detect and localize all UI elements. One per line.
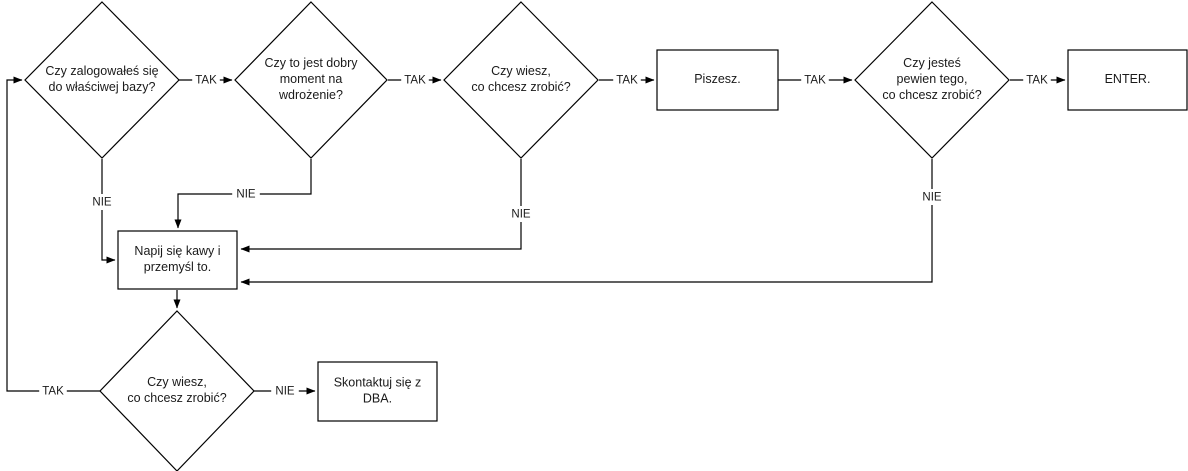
edge-label-backdrop (232, 186, 260, 202)
edge-label-e11: NIE (275, 386, 295, 398)
node-p1-process[interactable]: Piszesz. (656, 49, 779, 111)
decision-shape (854, 1, 1010, 159)
edge-label-e9: NIE (922, 192, 942, 204)
edge-label-backdrop (918, 189, 946, 205)
edge-label-backdrop (401, 72, 429, 88)
process-shape (656, 49, 779, 111)
edge-label-backdrop (507, 206, 535, 222)
edge-label-backdrop (1023, 72, 1051, 88)
node-p2-process[interactable]: ENTER. (1067, 49, 1188, 111)
decision-shape (24, 1, 180, 159)
process-shape (317, 361, 438, 422)
decision-shape (234, 1, 388, 159)
edge-label-e12: TAK (42, 386, 64, 398)
decision-shape (99, 310, 255, 471)
edge-label-backdrop (192, 72, 220, 88)
edge-label-backdrop (613, 72, 641, 88)
node-label: Piszesz. (694, 72, 741, 86)
node-d3-decision[interactable]: Czy wiesz,co chcesz zrobić? (443, 1, 599, 159)
node-label: Czy wiesz,co chcesz zrobić? (471, 64, 570, 94)
edge-label-e8: NIE (511, 209, 531, 221)
process-shape (117, 230, 238, 290)
edge-e8 (240, 159, 522, 253)
edge-label-e1: TAK (195, 75, 217, 87)
edge-label-e4: TAK (804, 75, 826, 87)
node-label: ENTER. (1105, 72, 1151, 86)
edge-label-e2: TAK (404, 75, 426, 87)
node-label: Czy wiesz,co chcesz zrobić? (127, 375, 226, 405)
edge-e9 (240, 159, 933, 286)
edge-label-backdrop (801, 72, 829, 88)
edge-e6 (101, 159, 116, 264)
edge-label-backdrop (88, 194, 116, 210)
edge-labels-layer: TAK TAK TAK TAK TAK NIE NIE NIE NIE NIE TAK (39, 72, 1051, 399)
decision-shape (443, 1, 599, 159)
process-shape (1067, 49, 1188, 111)
node-d5-decision[interactable]: Czy wiesz,co chcesz zrobić? (99, 310, 255, 471)
edge-label-e6: NIE (92, 197, 112, 209)
edge-label-backdrop (271, 383, 299, 399)
edge-label-e3: TAK (616, 75, 638, 87)
edge-label-backdrop (39, 383, 67, 399)
edge-label-e7: NIE (236, 189, 256, 201)
edge-label-e5: TAK (1026, 75, 1048, 87)
